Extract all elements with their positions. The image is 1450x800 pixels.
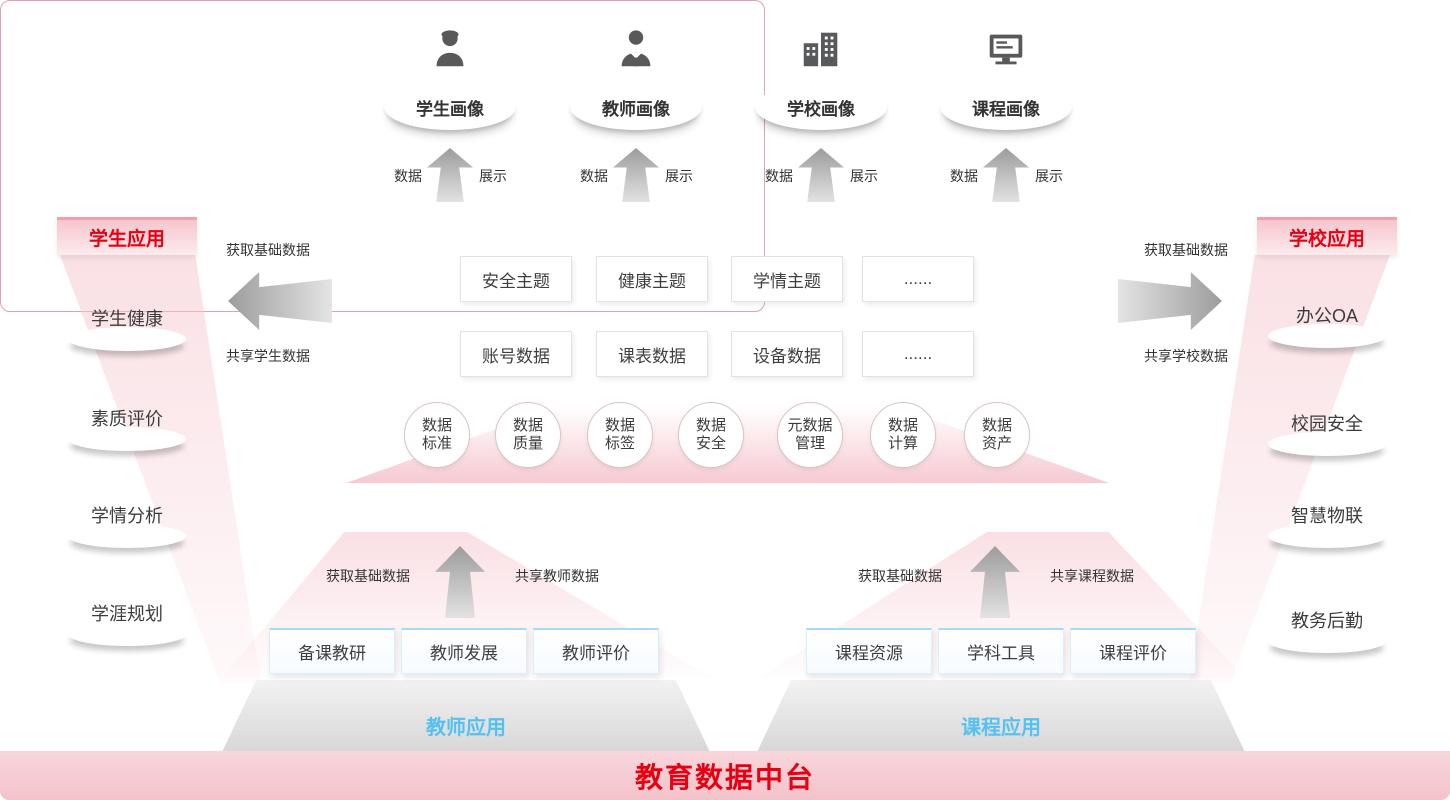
capability-circle-quality: 数据 质量 <box>495 402 561 468</box>
teacher-icon <box>613 26 659 72</box>
data-box-device: 设备数据 <box>731 331 843 377</box>
portrait-label-course: 课程画像 <box>940 84 1072 130</box>
course-app-box-tools: 学科工具 <box>938 628 1064 674</box>
right-panel-title: 学校应用 <box>1288 229 1365 250</box>
arrow-up-icon <box>435 546 485 618</box>
platform-title: 教育数据中台 <box>634 761 815 793</box>
portrait-label-text: 学生画像 <box>416 99 484 119</box>
flow-label-data: 数据 <box>950 168 978 184</box>
right-item-label: 校园安全 <box>1291 414 1363 434</box>
right-flow-top: 获取基础数据 <box>1144 242 1228 258</box>
teacher-app-box-prep: 备课教研 <box>269 628 395 674</box>
teacher-flow-left: 获取基础数据 <box>326 568 410 584</box>
portrait-label-teacher: 教师画像 <box>570 84 702 130</box>
portrait-label-text: 学校画像 <box>787 99 855 119</box>
arrow-up-icon <box>970 546 1020 618</box>
list-item: 教务后勤 <box>1257 607 1397 653</box>
left-flow-top: 获取基础数据 <box>226 242 310 258</box>
left-panel-title: 学生应用 <box>88 229 165 250</box>
course-app-box-evaluation: 课程评价 <box>1070 628 1196 674</box>
course-flow-right: 共享课程数据 <box>1050 568 1134 584</box>
portrait-label-text: 课程画像 <box>972 99 1040 119</box>
left-flow-bottom: 共享学生数据 <box>226 348 310 364</box>
list-item: 智慧物联 <box>1257 502 1397 548</box>
flow-label-data: 数据 <box>394 168 422 184</box>
arrow-up-icon <box>798 148 844 202</box>
right-item-label: 教务后勤 <box>1291 611 1363 631</box>
school-icon <box>798 26 844 72</box>
arrow-right-icon <box>1118 272 1222 330</box>
theme-box-more: ...... <box>862 256 974 302</box>
capability-circle-security: 数据 安全 <box>678 402 744 468</box>
list-item: 校园安全 <box>1257 410 1397 456</box>
left-item-label: 学生健康 <box>91 309 163 329</box>
portrait-label-school: 学校画像 <box>755 84 887 130</box>
theme-box-learning: 学情主题 <box>731 256 843 302</box>
flow-label-display: 展示 <box>1035 168 1063 184</box>
portrait-label-student: 学生画像 <box>384 84 516 130</box>
right-item-label: 智慧物联 <box>1291 506 1363 526</box>
teacher-platform-title: 教师应用 <box>426 717 506 739</box>
arrow-up-icon <box>983 148 1029 202</box>
student-icon <box>427 26 473 72</box>
data-box-timetable: 课表数据 <box>596 331 708 377</box>
theme-box-safety: 安全主题 <box>460 256 572 302</box>
list-item: 素质评价 <box>57 405 197 451</box>
flow-label-data: 数据 <box>765 168 793 184</box>
teacher-app-box-development: 教师发展 <box>401 628 527 674</box>
capability-circle-standard: 数据 标准 <box>404 402 470 468</box>
left-item-label: 学情分析 <box>91 506 163 526</box>
theme-box-health: 健康主题 <box>596 256 708 302</box>
data-box-more: ...... <box>862 331 974 377</box>
right-panel-header: 学校应用 <box>1257 217 1397 255</box>
flow-label-display: 展示 <box>665 168 693 184</box>
capability-circle-compute: 数据 计算 <box>870 402 936 468</box>
course-platform-title: 课程应用 <box>961 717 1041 739</box>
course-platform: 课程应用 <box>757 680 1245 752</box>
list-item: 学情分析 <box>57 502 197 548</box>
teacher-flow-right: 共享教师数据 <box>515 568 599 584</box>
right-item-label: 办公OA <box>1295 306 1358 326</box>
left-item-label: 学涯规划 <box>91 604 163 624</box>
course-icon <box>983 26 1029 72</box>
teacher-platform: 教师应用 <box>222 680 710 752</box>
capability-circle-asset: 数据 资产 <box>964 402 1030 468</box>
data-box-account: 账号数据 <box>460 331 572 377</box>
portrait-label-text: 教师画像 <box>602 99 670 119</box>
teacher-app-box-evaluation: 教师评价 <box>533 628 659 674</box>
left-item-label: 素质评价 <box>91 409 163 429</box>
flow-label-display: 展示 <box>479 168 507 184</box>
right-flow-bottom: 共享学校数据 <box>1144 348 1228 364</box>
left-panel-header: 学生应用 <box>57 217 197 255</box>
capability-circle-tag: 数据 标签 <box>587 402 653 468</box>
capability-circle-metadata: 元数据 管理 <box>777 402 843 468</box>
list-item: 学生健康 <box>57 305 197 351</box>
course-flow-left: 获取基础数据 <box>858 568 942 584</box>
platform-title-banner: 教育数据中台 <box>0 751 1450 800</box>
list-item: 学涯规划 <box>57 600 197 646</box>
flow-label-data: 数据 <box>580 168 608 184</box>
course-app-box-resource: 课程资源 <box>806 628 932 674</box>
flow-label-display: 展示 <box>850 168 878 184</box>
list-item: 办公OA <box>1257 302 1397 348</box>
